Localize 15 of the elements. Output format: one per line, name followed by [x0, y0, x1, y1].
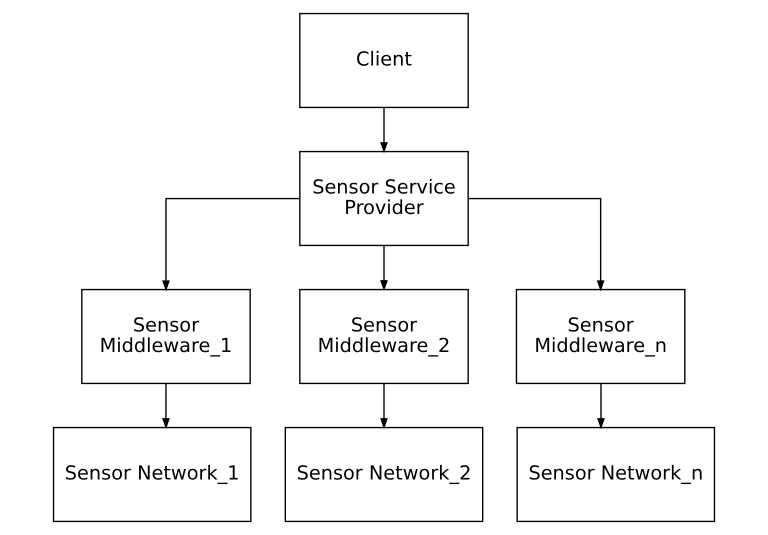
- node-box: Client: [299, 12, 469, 108]
- arrow: [597, 384, 605, 430]
- arrow: [380, 384, 388, 430]
- node-box: Sensor Service Provider: [299, 150, 469, 246]
- node-box: Sensor Network_1: [52, 426, 252, 522]
- node-box: Sensor Network_n: [516, 426, 716, 522]
- arrow: [380, 246, 388, 292]
- arrow: [468, 198, 605, 292]
- node-box: Sensor Middleware_1: [81, 288, 251, 384]
- arrow: [162, 198, 300, 292]
- node-box: Sensor Middleware_2: [299, 288, 469, 384]
- node-box: Sensor Network_2: [284, 426, 484, 522]
- arrow: [162, 384, 170, 430]
- node-box: Sensor Middleware_n: [516, 288, 686, 384]
- arrow: [380, 108, 388, 154]
